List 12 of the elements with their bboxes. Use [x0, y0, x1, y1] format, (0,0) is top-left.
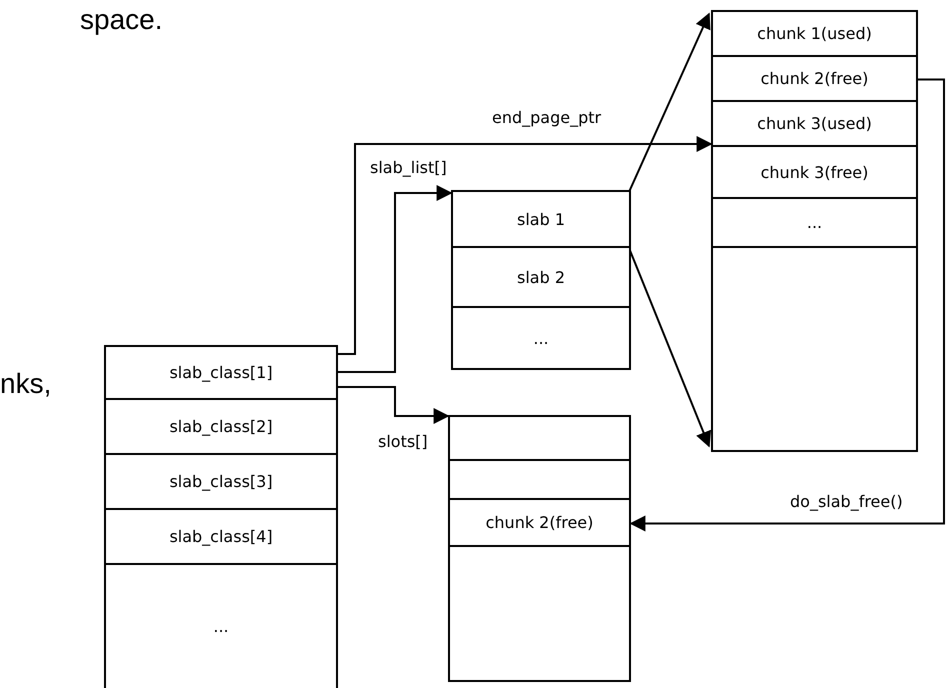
slab-list [451, 190, 631, 370]
arrow [628, 12, 710, 192]
arrow [336, 386, 450, 424]
arrow [629, 78, 945, 532]
slots-list [448, 415, 631, 682]
arrow [336, 185, 453, 373]
text-fragment: space. [80, 4, 162, 36]
edge-label: end_page_ptr [490, 108, 604, 127]
text-fragment: nks, [0, 368, 52, 400]
memory-page [711, 10, 918, 452]
arrow [336, 136, 713, 355]
slab-class-array [104, 345, 338, 688]
